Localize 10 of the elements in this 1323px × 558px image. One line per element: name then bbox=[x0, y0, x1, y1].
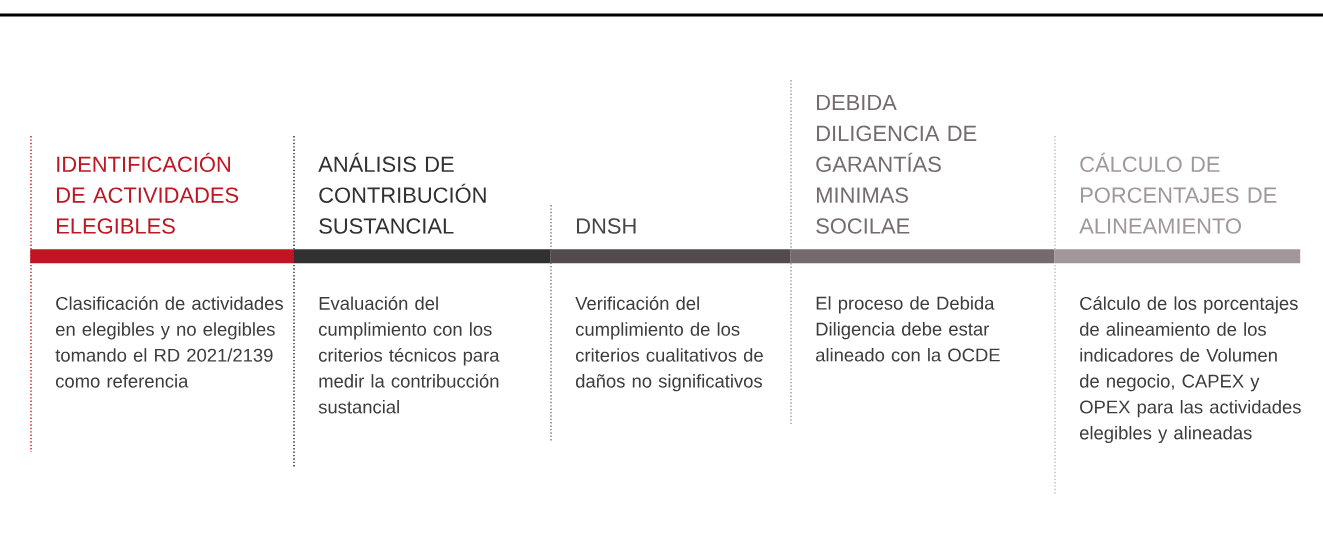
stage-heading: ANÁLISIS DE CONTRIBUCIÓN SUSTANCIAL bbox=[318, 152, 486, 234]
stage-description: Evaluación del cumplimiento con los criterios técnicos para medir la contribucción sustancial bbox=[318, 296, 500, 414]
stage-heading: DEBIDA DILIGENCIA DE GARANTÍAS MINIMAS SOCILAE bbox=[816, 94, 977, 234]
stage-heading: IDENTIFICACIÓN DE ACTIVIDADES ELEGIBLES bbox=[57, 152, 239, 234]
stage-description: Verificación del cumplimiento de los criterios cualitativos de daños no significativos bbox=[575, 296, 763, 392]
stage-heading: DNSH bbox=[577, 218, 636, 234]
stage-heading: CÁLCULO DE PORCENTAJES DE ALINEAMIENTO bbox=[1079, 152, 1277, 234]
stage-description: El proceso de Debida Diligencia debe estar alineado con la OCDE bbox=[816, 296, 1000, 362]
stage-description: Clasificación de actividades en elegibles y no elegibles tomando el RD 2021/2139 como referencia bbox=[55, 296, 283, 388]
stage-description: Cálculo de los porcentajes de alineamiento de los indicadores de Volumen de negocio, CAPEX y OPEX para las actividades elegibles y alineadas bbox=[1080, 296, 1301, 444]
